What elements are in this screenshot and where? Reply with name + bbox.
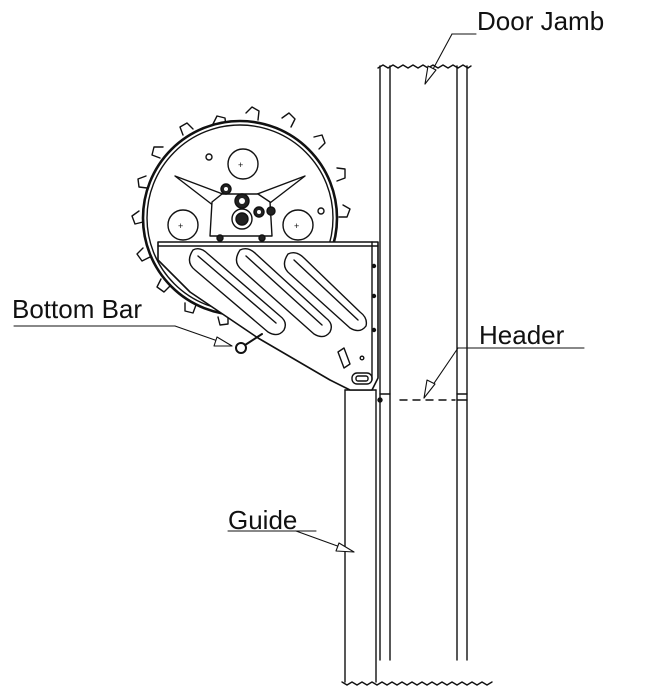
header-label: Header xyxy=(479,320,565,350)
svg-text:+: + xyxy=(178,221,183,231)
bottom-bar-label: Bottom Bar xyxy=(12,294,143,324)
mounting-bracket xyxy=(157,241,379,391)
drum-teeth xyxy=(131,106,351,329)
svg-text:+: + xyxy=(294,221,299,231)
guide-channel xyxy=(344,389,377,683)
guide-label: Guide xyxy=(228,505,298,535)
header-line xyxy=(377,393,468,403)
door-jamb xyxy=(341,64,493,686)
door-jamb-label: Door Jamb xyxy=(477,6,605,36)
bracket-slots xyxy=(188,247,368,338)
svg-text:+: + xyxy=(238,160,243,170)
callout-leaders xyxy=(13,33,585,553)
bottom-bar-pin xyxy=(235,333,263,354)
